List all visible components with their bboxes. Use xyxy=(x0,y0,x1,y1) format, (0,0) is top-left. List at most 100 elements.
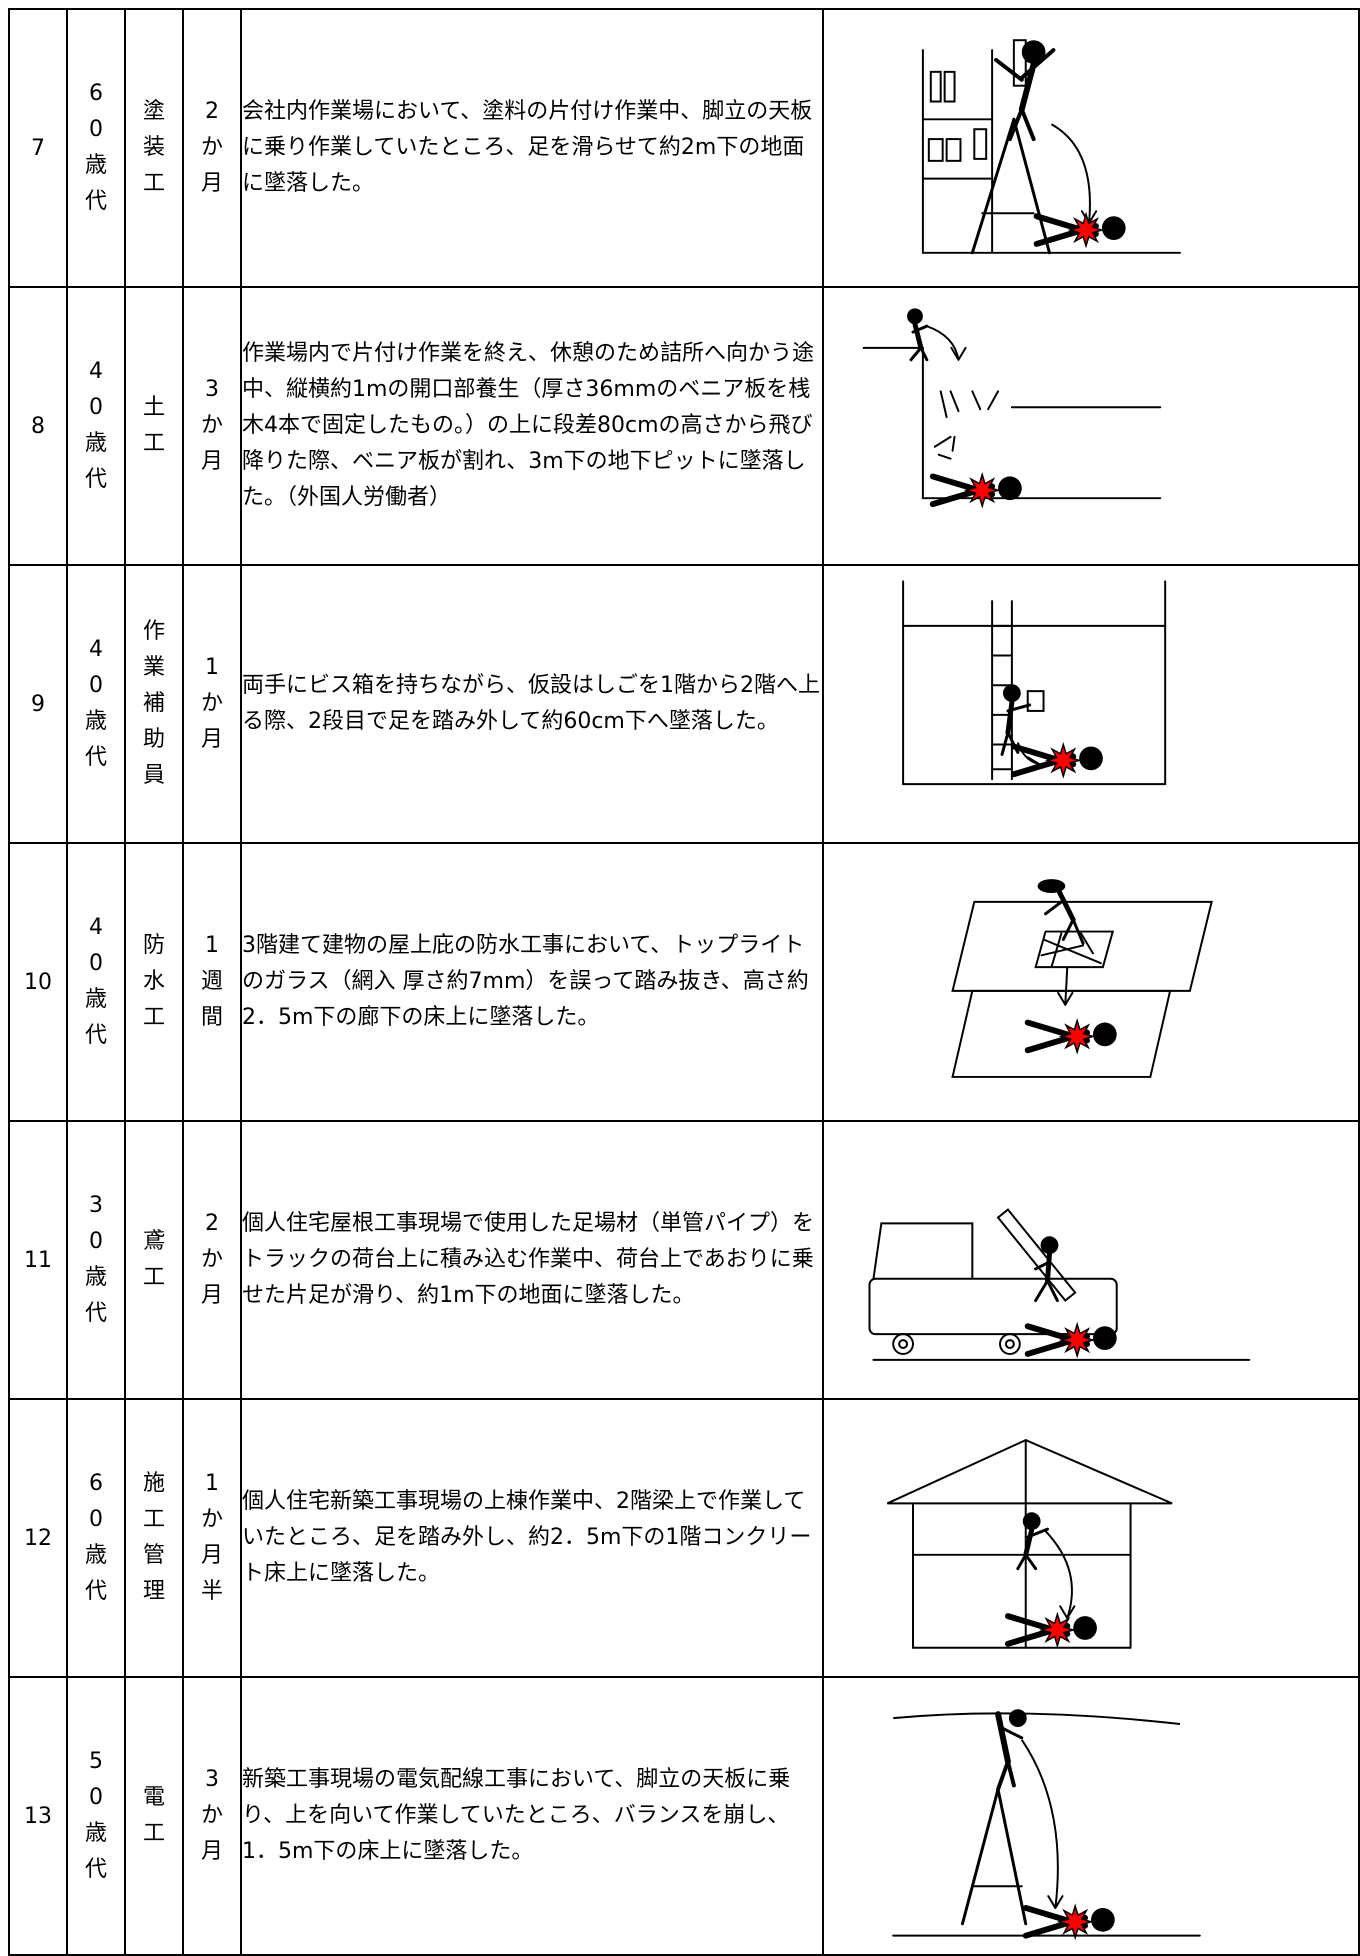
worker-age: 40歳代 xyxy=(66,286,126,566)
accident-description: 両手にビス箱を持ちながら、仮設はしごを1階から2階へ上る際、2段目で足を踏み外し… xyxy=(240,564,824,844)
accident-description: 個人住宅屋根工事現場で使用した足場材（単管パイプ）をトラックの荷台上に積み込む作… xyxy=(240,1120,824,1400)
accident-illustration-cell xyxy=(822,842,1360,1122)
roof-slab-icon xyxy=(951,900,1213,992)
worker-age: 30歳代 xyxy=(66,1120,126,1400)
fallen-worker-icon xyxy=(1033,211,1126,249)
accident-illustration xyxy=(951,879,1213,1078)
accident-illustration-cell xyxy=(822,564,1360,844)
truck-icon xyxy=(868,1222,1118,1355)
fallen-worker-icon xyxy=(1004,1611,1097,1649)
experience-period-text: 1か月半 xyxy=(200,1471,223,1604)
worker-icon xyxy=(995,1709,1027,1792)
experience-period: 2か月 xyxy=(182,1120,242,1400)
worker-icon xyxy=(1000,684,1045,756)
experience-period-text: 1週間 xyxy=(200,933,223,1030)
house-icon xyxy=(886,1439,1173,1649)
worker-icon xyxy=(1034,1236,1059,1303)
building-icon xyxy=(902,580,1167,786)
fall-arrow-icon xyxy=(1050,123,1098,225)
case-row: 8 40歳代 土工 3か月作業場内で片付け作業を終え、休憩のため詰所へ向かう途中、縦横… xyxy=(8,286,1360,566)
fallen-worker-icon xyxy=(1024,1017,1117,1055)
accident-illustration xyxy=(892,1709,1201,1941)
worker-age-text: 60歳代 xyxy=(84,81,107,214)
worker-age: 60歳代 xyxy=(66,8,126,288)
experience-period: 2か月 xyxy=(182,8,242,288)
worker-occupation-text: 塗装工 xyxy=(142,99,165,196)
worker-age: 60歳代 xyxy=(66,1398,126,1678)
worker-occupation: 施工管理 xyxy=(124,1398,184,1678)
worker-age-text: 50歳代 xyxy=(84,1749,107,1882)
case-number: 10 xyxy=(8,842,68,1122)
experience-period: 3か月 xyxy=(182,286,242,566)
worker-age-text: 40歳代 xyxy=(84,637,107,770)
case-row: 10 40歳代防水工 1週間 3階建て建物の屋上庇の防水工事において、トップライトのガ… xyxy=(8,842,1360,1122)
fall-arrow-icon xyxy=(1057,967,1074,1006)
worker-age: 40歳代 xyxy=(66,564,126,844)
accident-illustration-cell xyxy=(822,1398,1360,1678)
fallen-worker-icon xyxy=(1022,1903,1115,1941)
worker-occupation-text: 施工管理 xyxy=(142,1471,165,1604)
worker-age: 40歳代 xyxy=(66,842,126,1122)
accident-illustration xyxy=(886,1439,1173,1649)
lower-floor-icon xyxy=(951,989,1172,1078)
worker-occupation-text: 電工 xyxy=(142,1785,165,1846)
broken-board-icon xyxy=(933,390,1000,460)
worker-occupation: 塗装工 xyxy=(124,8,184,288)
accident-description: 3階建て建物の屋上庇の防水工事において、トップライトのガラス（網入 厚さ約7mm… xyxy=(240,842,824,1122)
accident-description: 新築工事現場の電気配線工事において、脚立の天板に乗り、上を向いて作業していたとこ… xyxy=(240,1676,824,1956)
worker-occupation: 土工 xyxy=(124,286,184,566)
experience-period: 3か月 xyxy=(182,1676,242,1956)
case-number: 9 xyxy=(8,564,68,844)
case-number: 8 xyxy=(8,286,68,566)
experience-period-text: 2か月 xyxy=(200,99,223,196)
case-number: 13 xyxy=(8,1676,68,1956)
accident-illustration xyxy=(862,308,1162,509)
worker-age-text: 60歳代 xyxy=(84,1471,107,1604)
experience-period: 1か月半 xyxy=(182,1398,242,1678)
accident-illustration xyxy=(868,1208,1251,1361)
accident-description: 作業場内で片付け作業を終え、休憩のため詰所へ向かう途中、縦横約1mの開口部養生（… xyxy=(240,286,824,566)
worker-age-text: 30歳代 xyxy=(84,1193,107,1326)
worker-occupation: 鳶工 xyxy=(124,1120,184,1400)
worker-icon xyxy=(907,308,929,362)
case-row: 13 50歳代 電工 3か月新築工事現場の電気配線工事において、脚立の天板に乗り、上を… xyxy=(8,1676,1360,1956)
fallen-worker-icon xyxy=(1024,1321,1117,1359)
fall-arrow-icon xyxy=(1044,1530,1076,1620)
fallen-worker-icon xyxy=(929,471,1022,509)
case-row: 9 40歳代作業補助員 1か月両手にビス箱を持ちながら、仮設はしごを1階から2階へ上… xyxy=(8,564,1360,844)
upper-floor-line xyxy=(862,346,1162,500)
worker-age-text: 40歳代 xyxy=(84,359,107,492)
worker-occupation: 作業補助員 xyxy=(124,564,184,844)
experience-period-text: 2か月 xyxy=(200,1211,223,1308)
worker-icon xyxy=(1037,879,1085,945)
accident-illustration xyxy=(921,39,1181,255)
accident-illustration-cell xyxy=(822,8,1360,288)
experience-period-text: 3か月 xyxy=(200,377,223,474)
ceiling-line xyxy=(893,1712,1181,1726)
worker-age-text: 40歳代 xyxy=(84,915,107,1048)
case-row: 7 60歳代 塗装工 2か月会社内作業場において、塗料の片付け作業中、脚立の天板に乗り… xyxy=(8,8,1360,288)
experience-period-text: 1か月 xyxy=(200,655,223,752)
worker-occupation: 電工 xyxy=(124,1676,184,1956)
worker-occupation-text: 土工 xyxy=(142,395,165,456)
case-number: 12 xyxy=(8,1398,68,1678)
shelf-icon xyxy=(921,49,994,254)
worker-occupation: 防水工 xyxy=(124,842,184,1122)
accident-illustration xyxy=(902,580,1167,786)
worker-occupation-text: 鳶工 xyxy=(142,1229,165,1290)
case-number: 7 xyxy=(8,8,68,288)
fallen-worker-icon xyxy=(1010,741,1103,779)
accident-illustration-cell xyxy=(822,286,1360,566)
fall-arrow-icon xyxy=(926,325,967,361)
worker-age: 50歳代 xyxy=(66,1676,126,1956)
experience-period: 1か月 xyxy=(182,564,242,844)
pipe-icon xyxy=(996,1208,1077,1302)
worker-icon xyxy=(994,39,1056,142)
fall-arrow-icon xyxy=(1020,1739,1064,1909)
accident-illustration-cell xyxy=(822,1120,1360,1400)
accident-illustration-cell xyxy=(822,1676,1360,1956)
accident-description: 会社内作業場において、塗料の片付け作業中、脚立の天板に乗り作業していたところ、足… xyxy=(240,8,824,288)
